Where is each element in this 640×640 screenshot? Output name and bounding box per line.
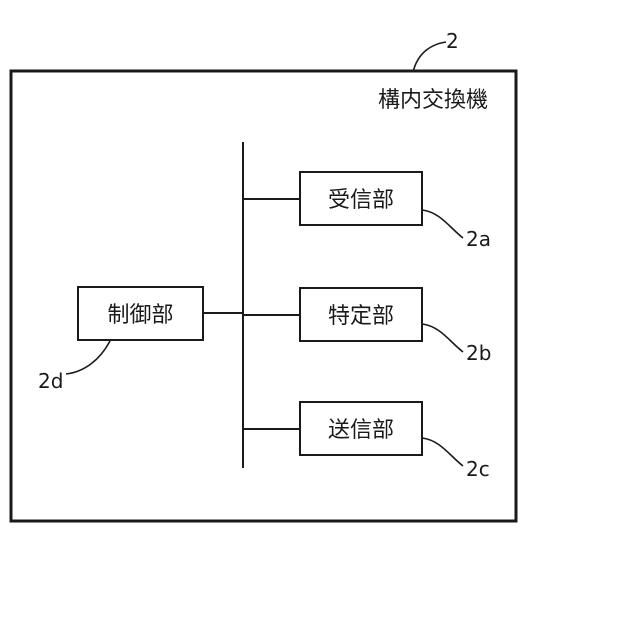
exchange-title: 構内交換機 [378,88,488,113]
identifying-unit-label: 特定部 [328,304,394,329]
identifying-ref: 2b [466,341,491,365]
control-unit-label: 制御部 [107,303,173,328]
sending-ref: 2c [466,457,490,481]
receiving-ref: 2a [466,227,491,251]
exchange-leader-line [413,42,446,72]
sending-unit-label: 送信部 [328,418,394,443]
exchange-ref: 2 [446,29,459,53]
identifying-leader-line [422,324,463,352]
receiving-leader-line [422,210,463,238]
control-leader-line [66,341,110,374]
sending-leader-line [422,438,463,466]
receiving-unit-label: 受信部 [328,188,394,213]
control-ref: 2d [38,369,63,393]
